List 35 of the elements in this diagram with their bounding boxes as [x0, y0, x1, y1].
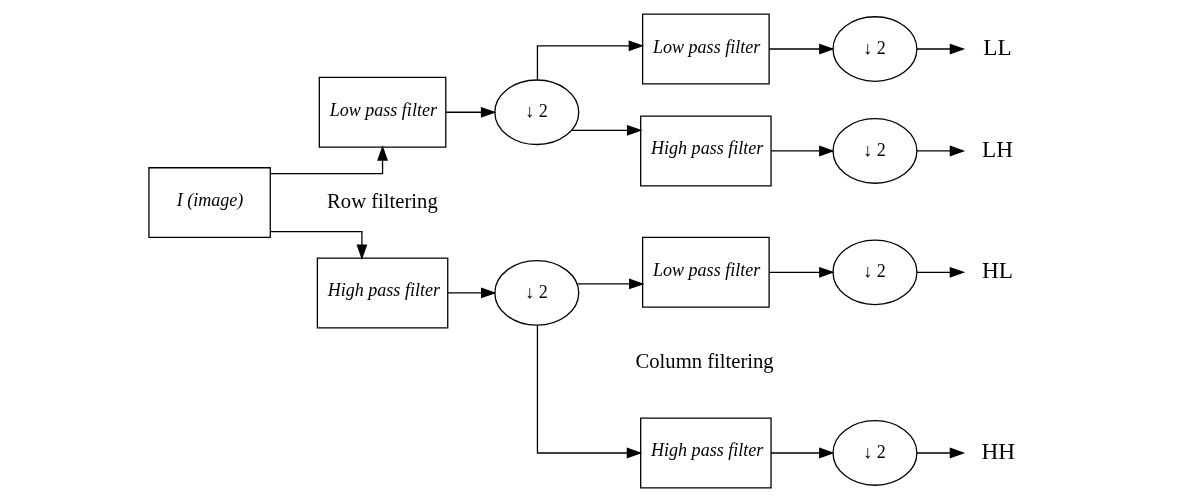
- node-text: HH: [981, 437, 1015, 464]
- label: Column filtering: [635, 349, 774, 372]
- node-ellipse: ↓ 2: [832, 117, 918, 184]
- node-box: High pass filter: [316, 256, 449, 328]
- node-box: Low pass filter: [318, 76, 447, 148]
- arrow: [916, 266, 966, 278]
- arrow: [536, 324, 643, 458]
- arrow: [536, 39, 645, 80]
- node-box: Low pass filter: [642, 13, 770, 84]
- node-ellipse: ↓ 2: [494, 78, 580, 145]
- node-box: High pass filter: [640, 115, 772, 186]
- arrow: [770, 447, 835, 458]
- arrow: [916, 43, 966, 54]
- node-text: LL: [983, 33, 1012, 60]
- arrow: [916, 447, 966, 458]
- arrow: [270, 230, 368, 260]
- arrow: [916, 145, 966, 156]
- node-ellipse: ↓ 2: [494, 259, 580, 326]
- node-box: I (image): [148, 166, 271, 238]
- node-ellipse: ↓ 2: [832, 15, 918, 82]
- arrow: [576, 278, 645, 289]
- arrow: [768, 266, 835, 278]
- arrow: [768, 43, 835, 54]
- node-box: Low pass filter: [642, 236, 770, 308]
- arrow: [447, 287, 497, 298]
- node-box: High pass filter: [640, 417, 772, 488]
- arrow: [770, 145, 835, 156]
- arrow: [269, 144, 388, 174]
- label: Row filtering: [327, 189, 438, 211]
- node-text: LH: [982, 135, 1014, 162]
- arrow: [571, 124, 643, 136]
- node-ellipse: ↓ 2: [832, 238, 918, 305]
- arrow: [445, 106, 497, 118]
- node-ellipse: ↓ 2: [832, 419, 918, 486]
- node-text: HL: [982, 256, 1014, 283]
